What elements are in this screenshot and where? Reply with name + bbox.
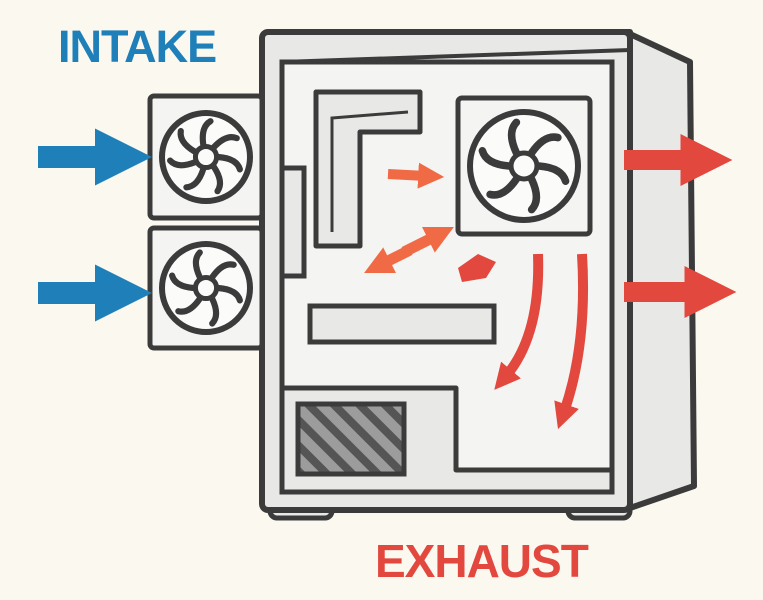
fan-blade <box>167 157 198 169</box>
intake-fan-bottom <box>147 225 265 351</box>
fan-blade <box>486 175 521 199</box>
fan-hub <box>192 274 220 302</box>
internal-flow-arrow-diag-down <box>364 245 413 273</box>
power-supply-icon <box>295 401 407 477</box>
fan-blade <box>527 175 541 214</box>
fan-blade <box>210 134 240 151</box>
fan-blade <box>209 295 220 327</box>
fan-blade <box>183 165 207 191</box>
fan-blade <box>215 153 243 173</box>
fan-blade <box>210 163 224 195</box>
fan-blade <box>177 128 198 155</box>
fan-blade <box>478 147 513 170</box>
fan-blade <box>209 261 237 281</box>
front-panel-bay <box>279 165 307 279</box>
gpu-bracket <box>313 89 423 249</box>
case-top-seam <box>281 48 631 64</box>
internal-flow-arrow-curve-left <box>494 253 544 390</box>
intake-fan-top <box>147 93 265 221</box>
fan-blade <box>535 162 570 185</box>
fan-hub <box>192 143 220 171</box>
intake-label: INTAKE <box>58 21 217 72</box>
gpu-bracket-inner <box>330 110 409 232</box>
fan-icon <box>467 109 581 223</box>
exhaust-label: EXHAUST <box>375 535 589 587</box>
fan-hub <box>508 150 540 182</box>
fan-icon <box>159 110 253 204</box>
expansion-shelf <box>307 303 497 345</box>
internal-flow-blob <box>458 254 496 282</box>
fan-blade <box>169 272 197 292</box>
internal-flow-arrow-curve-right <box>554 253 589 430</box>
exhaust-fan-rear <box>455 95 593 237</box>
fan-blade <box>192 249 203 281</box>
fan-blade <box>507 118 521 157</box>
fan-blade <box>175 295 203 315</box>
fan-icon <box>159 241 253 335</box>
case-side-panel <box>627 31 697 511</box>
fan-blade <box>527 133 562 157</box>
fan-blade <box>199 118 214 149</box>
internal-flow-arrow-right <box>387 162 445 189</box>
fan-blade <box>215 284 243 304</box>
